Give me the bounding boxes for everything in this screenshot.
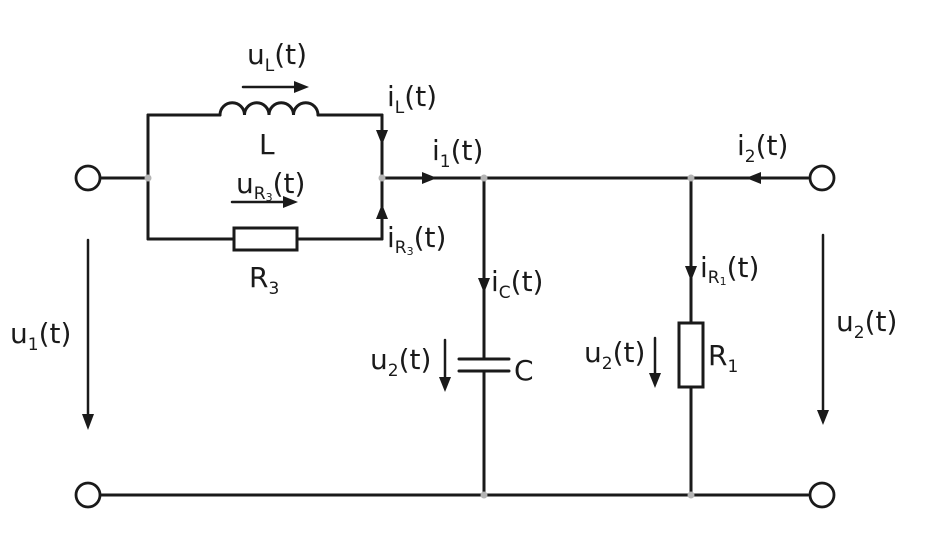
node-capacitor-top (480, 174, 488, 182)
arrow-uR3 (230, 196, 298, 208)
arrow-u2-output (817, 233, 829, 425)
label-u2-output: u2(t) (836, 305, 897, 343)
output-terminal-bottom (808, 481, 836, 509)
node-capacitor-bottom (480, 491, 488, 499)
label-L: L (259, 128, 275, 161)
wires (98, 113, 810, 497)
node-left-parallel (144, 174, 152, 182)
label-u2-resistor: u2(t) (584, 336, 645, 374)
arrow-i1 (422, 172, 437, 184)
label-u1: u1(t) (10, 317, 71, 355)
label-i1: i1(t) (432, 134, 483, 172)
node-r1-bottom (687, 491, 695, 499)
inductor-l-symbol (218, 101, 320, 117)
label-iL: iL(t) (387, 80, 437, 118)
output-terminal-top (808, 164, 836, 192)
node-r1-top (687, 174, 695, 182)
label-u2-capacitor: u2(t) (370, 343, 431, 381)
label-i2: i2(t) (737, 129, 788, 167)
input-terminal-top (74, 164, 102, 192)
resistor-r1-symbol (677, 321, 705, 389)
arrow-iC (478, 278, 490, 293)
resistor-r3-symbol (232, 226, 299, 252)
label-R1: R1 (708, 339, 738, 377)
node-right-parallel (378, 174, 386, 182)
arrow-u1 (82, 238, 94, 430)
arrow-iR1 (685, 266, 697, 281)
label-iR3: iR3(t) (387, 221, 446, 258)
label-R3: R3 (249, 261, 279, 299)
arrow-i2 (746, 172, 761, 184)
junction-nodes (144, 174, 695, 499)
label-iC: iC(t) (491, 265, 543, 303)
arrow-u2-capacitor (439, 338, 451, 392)
label-uL: uL(t) (247, 38, 307, 76)
label-C: C (514, 354, 534, 387)
arrow-iR3 (376, 204, 388, 238)
input-terminal-bottom (74, 481, 102, 509)
arrow-u2-resistor (649, 336, 661, 388)
label-iR1: iR1(t) (700, 251, 759, 288)
arrow-uL (241, 81, 309, 93)
arrow-iL (376, 116, 388, 145)
label-uR3: uR3(t) (236, 167, 305, 204)
